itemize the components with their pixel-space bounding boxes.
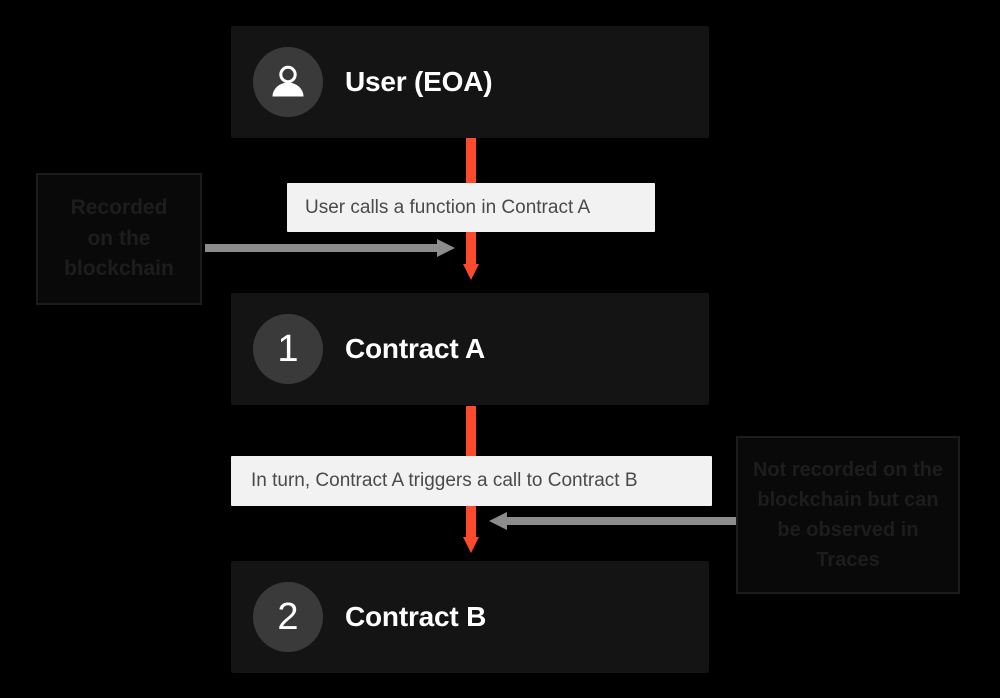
node-label-contract-b: Contract B [345,601,487,632]
node-label-user: User (EOA) [345,66,493,97]
callout-line: be observed in [777,519,919,541]
node-contract-a[interactable]: 1 Contract A [231,293,709,405]
node-user[interactable]: User (EOA) [231,26,709,138]
callout-recorded-on-blockchain: Recorded on the blockchain [36,173,202,305]
person-icon [272,65,304,97]
node-contract-b[interactable]: 2 Contract B [231,561,709,673]
annotation-arrowhead [489,512,507,530]
step-badge-2: 2 [253,582,323,652]
annotation-arrow-shaft [506,517,737,525]
callout-line: blockchain but can [757,489,939,511]
edge-caption-contract-a-triggers-call: In turn, Contract A triggers a call to C… [231,456,712,506]
annotation-arrow-shaft [205,244,438,252]
avatar [253,47,323,117]
step-number: 2 [277,596,299,638]
node-label-contract-a: Contract A [345,333,486,364]
callout-line: blockchain [64,257,174,281]
step-number: 1 [277,328,299,370]
callout-line: Not recorded on the [752,459,943,481]
callout-line: Recorded [70,196,168,220]
annotation-arrow-right-icon [205,239,455,257]
arrowhead-down-icon [463,264,479,280]
arrowhead-down-icon [463,537,479,553]
annotation-arrowhead [437,239,455,257]
callout-line: on the [87,226,151,250]
step-badge-1: 1 [253,314,323,384]
callout-line: Traces [816,549,880,571]
annotation-arrow-left-icon [489,512,737,530]
callout-text: Recorded on the blockchain [64,193,174,284]
callout-text: Not recorded on the blockchain but can b… [753,455,943,575]
callout-not-recorded-on-blockchain: Not recorded on the blockchain but can b… [736,436,960,594]
edge-caption-user-calls-function: User calls a function in Contract A [287,183,655,232]
